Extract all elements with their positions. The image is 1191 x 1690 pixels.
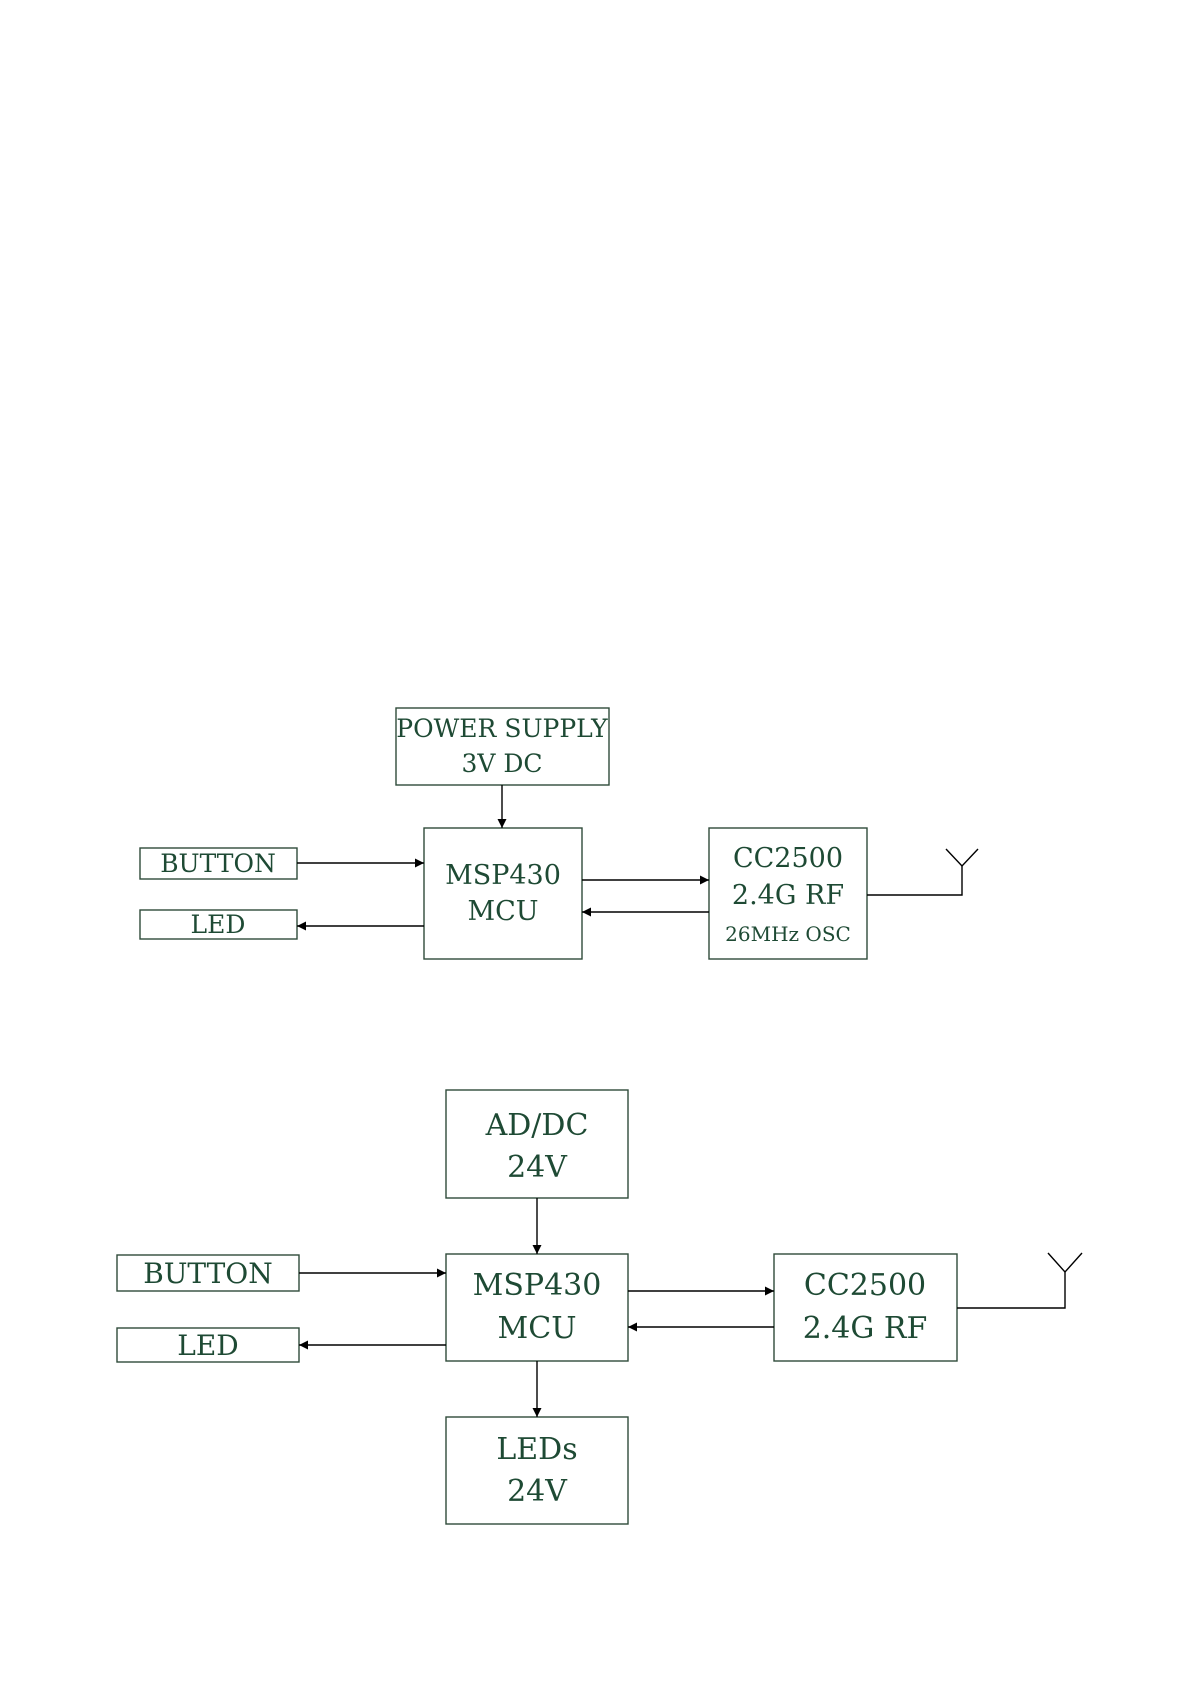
rf-chip-label: CC2500 [733,843,843,874]
adc-block: AD/DC 24V [446,1090,628,1198]
button-block-2: BUTTON [117,1255,299,1291]
button-block: BUTTON [140,848,297,879]
diagram-2: AD/DC 24V BUTTON LED MSP430 MCU CC2500 2… [117,1090,1082,1524]
led-block-2: LED [117,1328,299,1362]
leds-block: LEDs 24V [446,1417,628,1524]
mcu-chip-label: MSP430 [445,860,561,891]
rf-block: CC2500 2.4G RF 26MHz OSC [709,828,867,959]
mcu-block-2: MSP430 MCU [446,1254,628,1361]
mcu-type-label: MCU [467,896,538,927]
led-block: LED [140,910,297,939]
rf-band-label: 2.4G RF [732,880,844,911]
rf-band-label-2: 2.4G RF [803,1311,928,1346]
led-label: LED [191,910,246,939]
power-supply-voltage: 3V DC [461,749,542,778]
mcu-type-label-2: MCU [498,1311,577,1346]
leds-label: LEDs [496,1432,577,1467]
power-supply-label: POWER SUPPLY [396,714,608,743]
power-supply-block: POWER SUPPLY 3V DC [396,708,609,785]
antenna-icon-2 [957,1253,1082,1308]
rf-block-2: CC2500 2.4G RF [774,1254,957,1361]
led-label-2: LED [177,1329,238,1362]
leds-voltage: 24V [507,1474,568,1509]
mcu-block: MSP430 MCU [424,828,582,959]
adc-voltage: 24V [507,1150,568,1185]
antenna-icon [867,849,978,895]
button-label-2: BUTTON [143,1257,273,1290]
rf-oscillator-label: 26MHz OSC [725,922,851,946]
button-label: BUTTON [160,849,276,878]
rf-chip-label-2: CC2500 [804,1268,926,1303]
mcu-chip-label-2: MSP430 [473,1268,602,1303]
adc-label: AD/DC [485,1108,589,1143]
diagram-1: POWER SUPPLY 3V DC BUTTON LED MSP430 MCU… [140,708,978,959]
